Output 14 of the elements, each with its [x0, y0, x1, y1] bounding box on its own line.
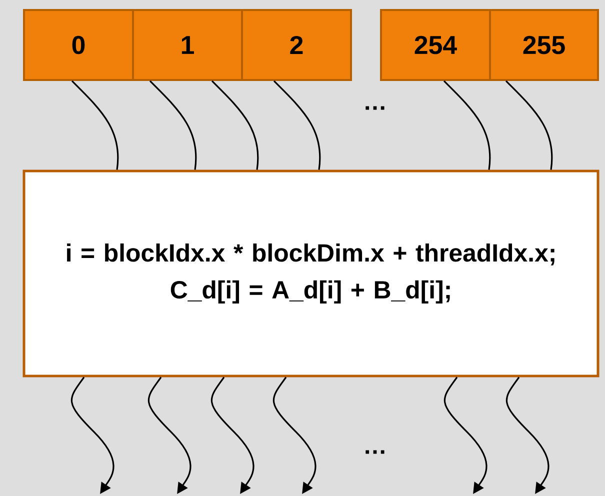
wavy-line — [443, 80, 491, 170]
wavy-line — [273, 80, 321, 170]
ellipsis: … — [366, 106, 384, 110]
wavy-line — [505, 80, 553, 170]
index-box: 1 — [132, 9, 243, 81]
wavy-line — [71, 80, 119, 170]
index-box: 2 — [241, 9, 352, 81]
wavy-line — [211, 80, 259, 170]
ellipsis: … — [366, 450, 384, 454]
index-box: 255 — [489, 9, 599, 81]
index-box: 254 — [380, 9, 491, 81]
wavy-line — [149, 80, 197, 170]
index-box: 0 — [23, 9, 134, 81]
code-box: i = blockIdx.x * blockDim.x + threadIdx.x; C_d[i] = A_d[i] + B_d[i]; — [22, 170, 600, 378]
